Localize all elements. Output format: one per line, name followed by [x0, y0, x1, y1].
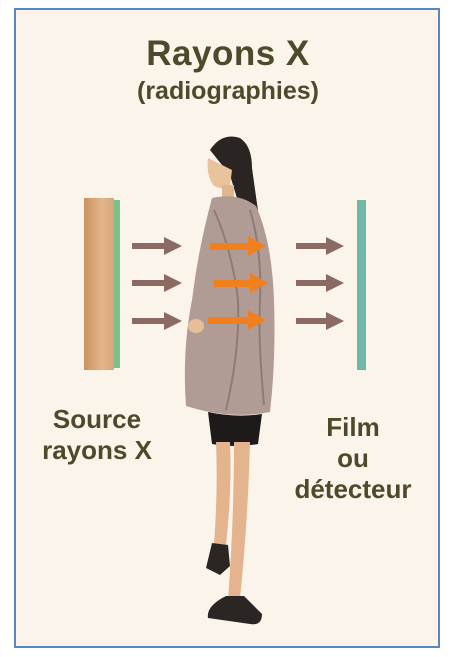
xray-arrow-icon: [296, 237, 344, 255]
xray-arrow-icon: [132, 237, 182, 255]
detector-label-line: Film: [268, 412, 438, 443]
detector-label-line: ou: [268, 443, 438, 474]
xray-arrow-icon: [296, 274, 344, 292]
detector-film-icon: [357, 200, 366, 370]
xray-arrow-icon: [296, 312, 344, 330]
incoming-arrows: [132, 237, 182, 330]
xray-source-plate-icon: [84, 198, 120, 370]
diagram-subtitle: (radiographies): [0, 77, 456, 106]
source-label-line: rayons X: [22, 435, 172, 466]
detector-label-line: détecteur: [268, 474, 438, 505]
source-label: Source rayons X: [22, 404, 172, 466]
woman-figure-icon: [185, 137, 275, 625]
xray-arrow-icon: [132, 312, 182, 330]
outgoing-arrows: [296, 237, 344, 330]
detector-label: Film ou détecteur: [268, 412, 438, 505]
source-label-line: Source: [22, 404, 172, 435]
diagram-title: Rayons X: [0, 34, 456, 74]
xray-arrow-icon: [132, 274, 182, 292]
